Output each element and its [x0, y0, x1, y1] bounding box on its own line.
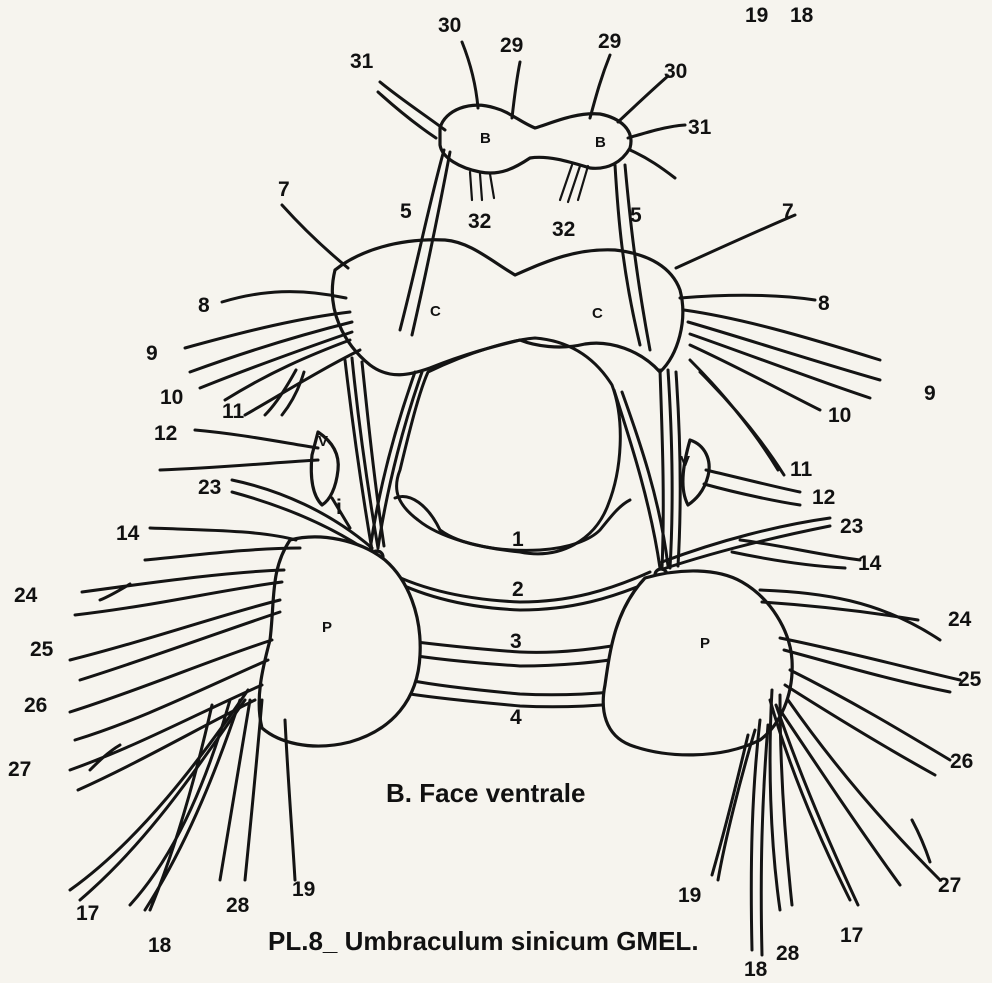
label-18-left: 18 — [148, 934, 172, 957]
label-i-left: i — [336, 496, 342, 519]
label-18-top: 18 — [790, 4, 814, 27]
ganglion-label-b-left: B — [480, 130, 491, 147]
nerve-26-left — [70, 640, 272, 740]
label-32-right: 32 — [552, 218, 575, 241]
ganglion-label-b-right: B — [595, 134, 606, 151]
label-32-left: 32 — [468, 210, 491, 233]
label-30-left: 30 — [438, 14, 461, 37]
label-4: 4 — [510, 706, 522, 729]
label-2: 2 — [512, 578, 524, 601]
label-12-left: 12 — [154, 422, 177, 445]
pleural-connective-left — [345, 358, 384, 550]
label-11-left: 11 — [222, 400, 245, 423]
cerebral-ganglia — [332, 240, 682, 375]
label-28-right: 28 — [776, 942, 800, 965]
nerve-14-left — [145, 528, 300, 560]
label-9-left: 9 — [146, 342, 158, 365]
pedal-ganglion-right — [603, 571, 792, 755]
nerve-31-right — [628, 125, 685, 178]
label-17-right: 17 — [840, 924, 863, 947]
label-7-right: 7 — [782, 200, 794, 223]
nerve-32-left — [470, 172, 494, 200]
nerve-27-left — [70, 685, 262, 790]
label-26-left: 26 — [24, 694, 47, 717]
nerve-7-left — [282, 205, 348, 268]
ganglion-label-p-left: P — [322, 619, 332, 636]
label-23-left: 23 — [198, 476, 221, 499]
nerve-30-left — [462, 42, 478, 108]
label-5-right: 5 — [630, 204, 642, 227]
ganglion-label-v-left: V — [318, 433, 328, 450]
nerve-29-right — [590, 55, 610, 118]
label-19-left: 19 — [292, 878, 315, 901]
pedal-ganglion-left — [259, 537, 420, 746]
ganglion-label-p-right: P — [700, 635, 710, 652]
label-26-right: 26 — [950, 750, 973, 773]
visceral-ganglion-right — [683, 440, 709, 505]
commissure-4 — [408, 680, 614, 707]
label-31-left: 31 — [350, 50, 374, 73]
label-25-left: 25 — [30, 638, 54, 661]
label-27-left: 27 — [8, 758, 31, 781]
nerve-7-right — [676, 215, 795, 268]
nerve-23-right — [660, 518, 830, 570]
label-29-left: 29 — [500, 34, 523, 57]
nerve-27-right — [780, 700, 940, 885]
label-30-right: 30 — [664, 60, 687, 83]
label-28-left: 28 — [226, 894, 250, 917]
nerve-29-left — [512, 62, 520, 118]
nerve-12-right — [704, 470, 800, 505]
label-18-right: 18 — [744, 958, 768, 981]
label-23-right: 23 — [840, 515, 863, 538]
nerve-8-left — [222, 292, 346, 302]
ganglion-label-c-right: C — [592, 305, 603, 322]
label-24-right: 24 — [948, 608, 972, 631]
label-11-right: 11 — [790, 458, 813, 481]
nerve-30-right — [618, 76, 668, 122]
label-17-left: 17 — [76, 902, 99, 925]
pleural-connective-left-2 — [370, 372, 422, 550]
label-14-left: 14 — [116, 522, 140, 545]
nerve-25-right — [780, 638, 960, 692]
label-25-right: 25 — [958, 668, 982, 691]
label-9-right: 9 — [924, 382, 936, 405]
pleural-connective-right-2 — [614, 390, 668, 568]
label-8-left: 8 — [198, 294, 210, 317]
view-caption: B. Face ventrale — [386, 778, 585, 808]
plate-caption: PL.8_ Umbraculum sinicum GMEL. — [268, 926, 699, 956]
label-10-left: 10 — [160, 386, 183, 409]
label-3: 3 — [510, 630, 522, 653]
label-7-left: 7 — [278, 178, 290, 201]
central-outline — [397, 338, 621, 554]
nerve-31-left — [378, 82, 445, 138]
nerve-8-right — [680, 295, 815, 300]
label-5-left: 5 — [400, 200, 412, 223]
label-8-right: 8 — [818, 292, 830, 315]
nerve-12-left — [160, 430, 318, 470]
label-12-right: 12 — [812, 486, 835, 509]
label-31-right: 31 — [688, 116, 712, 139]
label-10-right: 10 — [828, 404, 851, 427]
nerve-18-right — [751, 720, 768, 955]
ganglion-label-c-left: C — [430, 303, 441, 320]
ganglion-label-v-right: V — [680, 453, 690, 470]
label-19-top: 19 — [745, 4, 768, 27]
nerve-32-right — [560, 165, 588, 202]
label-19-right: 19 — [678, 884, 701, 907]
label-24-left: 24 — [14, 584, 38, 607]
label-1: 1 — [512, 528, 524, 551]
label-14-right: 14 — [858, 552, 882, 575]
label-29-right: 29 — [598, 30, 621, 53]
label-27-right: 27 — [938, 874, 961, 897]
